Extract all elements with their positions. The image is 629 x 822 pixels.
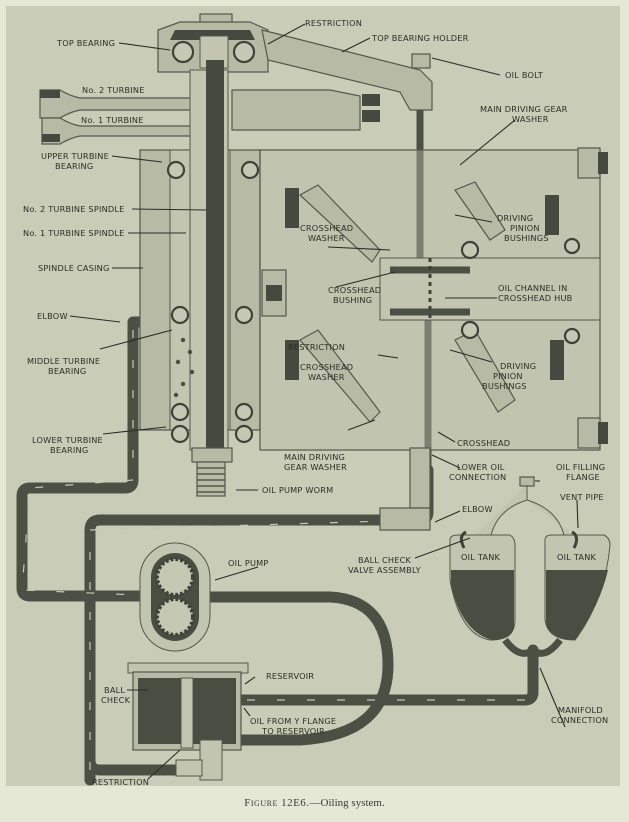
leader-lines <box>69 23 579 780</box>
ball-check-stem <box>180 677 194 749</box>
top-bearing-ball-right <box>232 40 256 64</box>
label-lower-turbine-bearing: LOWER TURBINE <box>32 435 103 445</box>
pump-gear-lower <box>155 597 195 637</box>
label-oil-filling-flange-2: FLANGE <box>566 472 600 482</box>
top-bearing-assembly <box>157 13 433 111</box>
oil-bolt <box>411 53 431 69</box>
pipe-left-vertical <box>16 316 166 602</box>
label-middle-turbine-bearing-2: BEARING <box>48 366 86 376</box>
gear-housing <box>259 147 608 451</box>
label-upper-turbine-bearing: UPPER TURBINE <box>41 151 109 161</box>
label-vent-pipe: VENT PIPE <box>560 492 604 502</box>
label-ball-check: BALL <box>104 685 125 695</box>
label-main-driving-gear-washer-bottom: MAIN DRIVING <box>284 452 345 462</box>
oil-filling-flange <box>519 476 535 487</box>
label-driving-pinion-bushings-top-2: PINION <box>510 223 540 233</box>
pipe-pump-right <box>204 591 394 746</box>
label-upper-turbine-bearing-2: BEARING <box>55 161 93 171</box>
caption-text: —Oiling system. <box>309 797 385 809</box>
label-crosshead-bushing-2: BUSHING <box>333 295 372 305</box>
restriction-fitting <box>175 759 203 777</box>
reservoir <box>127 662 249 781</box>
label-crosshead-washer-top-2: WASHER <box>308 233 345 243</box>
oil-pump-worm <box>191 447 233 497</box>
label-no2-turbine-spindle: No. 2 TURBINE SPINDLE <box>23 204 125 214</box>
label-main-driving-gear-washer-bottom-2: GEAR WASHER <box>284 462 347 472</box>
middle-turbine-bearing <box>170 305 190 325</box>
label-oil-from-y-flange: OIL FROM Y FLANGE <box>250 716 336 726</box>
label-ball-check-valve-2: VALVE ASSEMBLY <box>348 565 422 575</box>
lower-turbine-bearing <box>170 402 190 422</box>
label-top-bearing: TOP BEARING <box>56 38 115 48</box>
label-oil-tank-right: OIL TANK <box>557 552 597 562</box>
label-elbow-left: ELBOW <box>37 311 68 321</box>
label-no1-turbine: No. 1 TURBINE <box>81 115 144 125</box>
pump-gear-upper <box>155 557 195 597</box>
label-oil-filling-flange: OIL FILLING <box>556 462 605 472</box>
label-ball-check-valve: BALL CHECK <box>358 555 412 565</box>
label-oil-pump-worm: OIL PUMP WORM <box>262 485 333 495</box>
label-restriction-mid: RESTRICTION <box>288 342 345 352</box>
label-lower-oil-connection-2: CONNECTION <box>449 472 506 482</box>
label-crosshead-washer-bottom-2: WASHER <box>308 372 345 382</box>
label-driving-pinion-bushings-bottom-3: BUSHINGS <box>482 381 527 391</box>
label-lower-turbine-bearing-2: BEARING <box>50 445 88 455</box>
label-crosshead-washer-bottom: CROSSHEAD <box>300 362 353 372</box>
label-oil-channel: OIL CHANNEL IN <box>498 283 567 293</box>
label-restriction-top: RESTRICTION <box>305 18 362 28</box>
oil-tanks <box>449 476 611 657</box>
label-crosshead-washer-top: CROSSHEAD <box>300 223 353 233</box>
label-middle-turbine-bearing: MIDDLE TURBINE <box>27 356 100 366</box>
elbow-right <box>379 507 431 531</box>
label-main-driving-gear-washer-top: MAIN DRIVING GEAR <box>480 104 568 114</box>
lower-oil-connection <box>379 447 431 531</box>
label-oil-channel-2: CROSSHEAD HUB <box>498 293 573 303</box>
label-lower-oil-connection: LOWER OIL <box>457 462 505 472</box>
oil-drops <box>173 337 195 398</box>
figure-caption: Figure 12E6.—Oiling system. <box>0 797 629 809</box>
flow-marks <box>89 519 421 770</box>
ball-check-valve <box>459 530 467 549</box>
pipe-crosshead-feed <box>416 90 432 470</box>
caption-figure-number: Figure 12E6. <box>244 797 310 809</box>
label-oil-tank-left: OIL TANK <box>461 552 501 562</box>
pipe-manifold <box>234 644 539 706</box>
upper-turbine-bearing <box>166 160 186 180</box>
label-crosshead: CROSSHEAD <box>457 438 510 448</box>
label-ball-check-2: CHECK <box>101 695 131 705</box>
label-no2-turbine: No. 2 TURBINE <box>82 85 145 95</box>
label-elbow-right: ELBOW <box>462 504 493 514</box>
label-driving-pinion-bushings-top-3: BUSHINGS <box>504 233 549 243</box>
label-reservoir: RESERVOIR <box>266 671 314 681</box>
spindle-assembly <box>139 60 261 497</box>
label-oil-bolt: OIL BOLT <box>505 70 544 80</box>
top-bearing-ball-left <box>171 40 195 64</box>
turbines <box>39 89 380 145</box>
vent-pipe <box>571 530 579 549</box>
label-oil-from-y-flange-2: TO RESERVOIR <box>261 726 325 736</box>
label-driving-pinion-bushings-bottom-2: PINION <box>493 371 523 381</box>
oil-pump <box>139 542 211 652</box>
label-no1-turbine-spindle: No. 1 TURBINE SPINDLE <box>23 228 125 238</box>
label-restriction-bottom: RESTRICTION <box>92 777 149 787</box>
label-driving-pinion-bushings-bottom: DRIVING <box>500 361 536 371</box>
labels: TOP BEARING RESTRICTION TOP BEARING HOLD… <box>23 18 608 787</box>
label-manifold-connection-2: CONNECTION <box>551 715 608 725</box>
label-driving-pinion-bushings-top: DRIVING <box>497 213 533 223</box>
manifold-connection <box>502 637 563 657</box>
top-bearing-holder <box>261 29 433 111</box>
pipe-bottom <box>84 754 186 776</box>
label-main-driving-gear-washer-top-2: WASHER <box>512 114 549 124</box>
label-top-bearing-holder: TOP BEARING HOLDER <box>371 33 469 43</box>
label-manifold-connection: MANIFOLD <box>558 705 603 715</box>
label-crosshead-bushing: CROSSHEAD <box>328 285 381 295</box>
no2-turbine-spindle <box>206 60 224 460</box>
label-oil-pump: OIL PUMP <box>228 558 269 568</box>
label-spindle-casing: SPINDLE CASING <box>38 263 110 273</box>
